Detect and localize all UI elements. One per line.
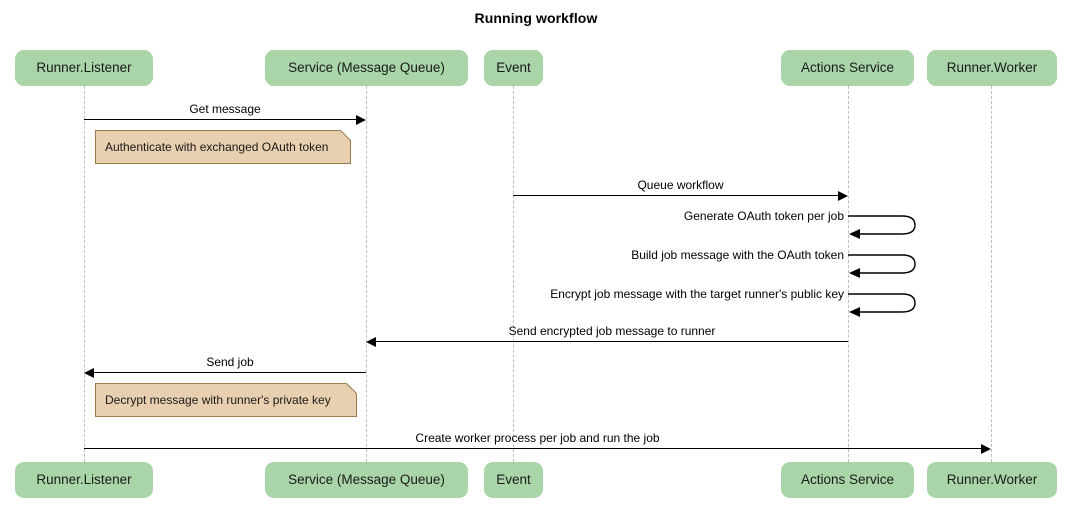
message-label-build-job-message-with-the-oauth-token: Build job message with the OAuth token <box>631 248 844 262</box>
message-label-get-message: Get message <box>189 102 261 116</box>
participant-label: Service (Message Queue) <box>288 472 445 488</box>
participant-label: Event <box>496 472 531 488</box>
message-line-get-message <box>84 119 356 120</box>
note-text: Authenticate with exchanged OAuth token <box>105 140 329 154</box>
participant-label: Actions Service <box>800 60 895 76</box>
participant-event-top[interactable]: Event <box>484 50 543 86</box>
self-message-generate-oauth-token-per-job <box>846 210 926 246</box>
participant-label: Event <box>496 60 531 76</box>
arrowhead-left-icon <box>366 336 376 347</box>
note-decrypt-message-with-runners-private-key: Decrypt message with runner's private ke… <box>95 383 357 417</box>
lifeline-runner-listener <box>84 86 85 462</box>
note-fold-icon <box>340 130 351 141</box>
arrowhead-right-icon <box>981 443 991 454</box>
participant-label: Actions Service <box>800 472 895 488</box>
participant-runner-worker-bottom[interactable]: Runner.Worker <box>927 462 1057 498</box>
self-message-build-job-message-with-the-oauth-token <box>846 249 926 285</box>
lifeline-service-message-queue <box>366 86 367 462</box>
participant-label: Runner.Worker <box>946 60 1038 76</box>
participant-event-bottom[interactable]: Event <box>484 462 543 498</box>
message-label-queue-workflow: Queue workflow <box>637 178 724 192</box>
participant-label: Runner.Listener <box>36 60 132 76</box>
participant-runner-worker-top[interactable]: Runner.Worker <box>927 50 1057 86</box>
arrowhead-right-icon <box>356 114 366 125</box>
note-fold-icon <box>346 383 357 394</box>
participant-actions-service-top[interactable]: Actions Service <box>781 50 914 86</box>
message-line-queue-workflow <box>513 195 838 196</box>
lifeline-runner-worker <box>991 86 992 462</box>
participant-service-message-queue-bottom[interactable]: Service (Message Queue) <box>265 462 468 498</box>
message-label-send-encrypted-job-message-to-runner: Send encrypted job message to runner <box>508 324 716 338</box>
participant-label: Service (Message Queue) <box>288 60 445 76</box>
message-label-create-worker-process-per-job-and-run-the-job: Create worker process per job and run th… <box>415 431 660 445</box>
participant-label: Runner.Worker <box>946 472 1038 488</box>
lifeline-actions-service <box>848 86 849 462</box>
lifeline-event <box>513 86 514 462</box>
message-line-send-encrypted-job-message-to-runner <box>376 341 848 342</box>
message-line-create-worker-process-per-job-and-run-the-job <box>84 448 981 449</box>
self-message-encrypt-job-message-with-the-target-runners-public-key <box>846 288 926 324</box>
participant-label: Runner.Listener <box>36 472 132 488</box>
participant-runner-listener-bottom[interactable]: Runner.Listener <box>15 462 153 498</box>
participant-runner-listener-top[interactable]: Runner.Listener <box>15 50 153 86</box>
participant-service-message-queue-top[interactable]: Service (Message Queue) <box>265 50 468 86</box>
arrowhead-right-icon <box>838 190 848 201</box>
message-label-encrypt-job-message-with-the-target-runners-public-key: Encrypt job message with the target runn… <box>550 287 844 301</box>
note-text: Decrypt message with runner's private ke… <box>105 393 331 407</box>
message-label-generate-oauth-token-per-job: Generate OAuth token per job <box>683 209 844 223</box>
message-label-send-job: Send job <box>206 355 254 369</box>
message-line-send-job <box>94 372 366 373</box>
page-title: Running workflow <box>474 10 598 26</box>
note-authenticate-with-exchanged-oauth-token: Authenticate with exchanged OAuth token <box>95 130 351 164</box>
arrowhead-left-icon <box>84 367 94 378</box>
participant-actions-service-bottom[interactable]: Actions Service <box>781 462 914 498</box>
